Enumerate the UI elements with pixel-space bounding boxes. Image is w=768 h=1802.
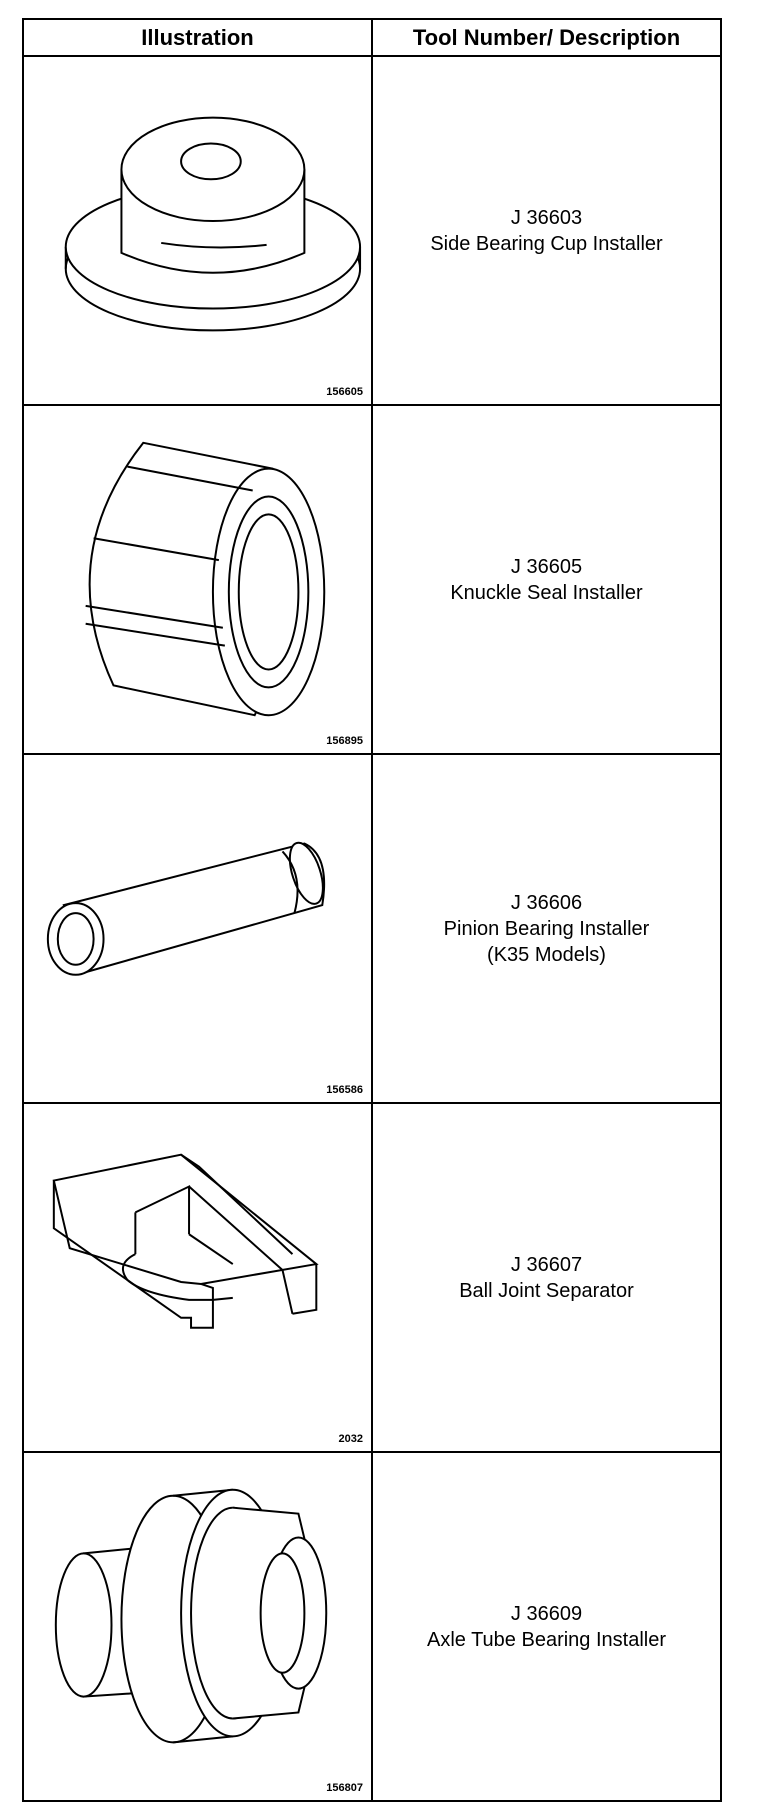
ball-joint-separator-icon [52,1153,319,1329]
table-row: 2032 J 36607 Ball Joint Separator [22,1102,722,1453]
tool-number: J 36606 [510,891,583,914]
illustration-cell: 156586 [22,753,373,1104]
table-row: 156586 J 36606 Pinion Bearing Installer … [22,753,722,1104]
illustration-cell: 156895 [22,404,373,755]
figure-number: 2032 [338,1433,363,1445]
description-cell: J 36606 Pinion Bearing Installer (K35 Mo… [371,753,722,1104]
figure-number: 156807 [326,1782,363,1794]
side-bearing-cup-installer-icon [64,116,362,332]
knuckle-seal-installer-icon [85,441,326,717]
illustration-cell: 156605 [22,55,373,406]
tool-description: Axle Tube Bearing Installer [426,1628,667,1651]
tool-table: Illustration Tool Number/ Description 15… [22,18,722,1802]
figure-number: 156605 [326,386,363,398]
tool-description: Ball Joint Separator [459,1279,634,1302]
description-cell: J 36609 Axle Tube Bearing Installer [371,1451,722,1802]
column-header-illustration: Illustration [22,18,373,57]
axle-tube-bearing-installer-icon [54,1488,328,1744]
figure-number: 156586 [326,1084,363,1096]
table-row: 156895 J 36605 Knuckle Seal Installer [22,404,722,755]
table-header-row: Illustration Tool Number/ Description [22,18,722,57]
tool-number: J 36607 [510,1253,583,1276]
tool-number: J 36603 [510,206,583,229]
illustration-cell: 2032 [22,1102,373,1453]
table-row: 156807 J 36609 Axle Tube Bearing Install… [22,1451,722,1802]
tool-number: J 36605 [510,555,583,578]
tool-number: J 36609 [510,1602,583,1625]
description-cell: J 36603 Side Bearing Cup Installer [371,55,722,406]
table-row: 156605 J 36603 Side Bearing Cup Installe… [22,55,722,406]
tool-description: Side Bearing Cup Installer [430,232,663,255]
tool-description: Pinion Bearing Installer [443,917,650,940]
illustration-cell: 156807 [22,1451,373,1802]
description-cell: J 36607 Ball Joint Separator [371,1102,722,1453]
tool-description-note: (K35 Models) [487,943,606,966]
tool-description: Knuckle Seal Installer [450,581,643,604]
column-header-tool-description: Tool Number/ Description [371,18,722,57]
description-cell: J 36605 Knuckle Seal Installer [371,404,722,755]
pinion-bearing-installer-icon [46,841,326,976]
figure-number: 156895 [326,735,363,747]
